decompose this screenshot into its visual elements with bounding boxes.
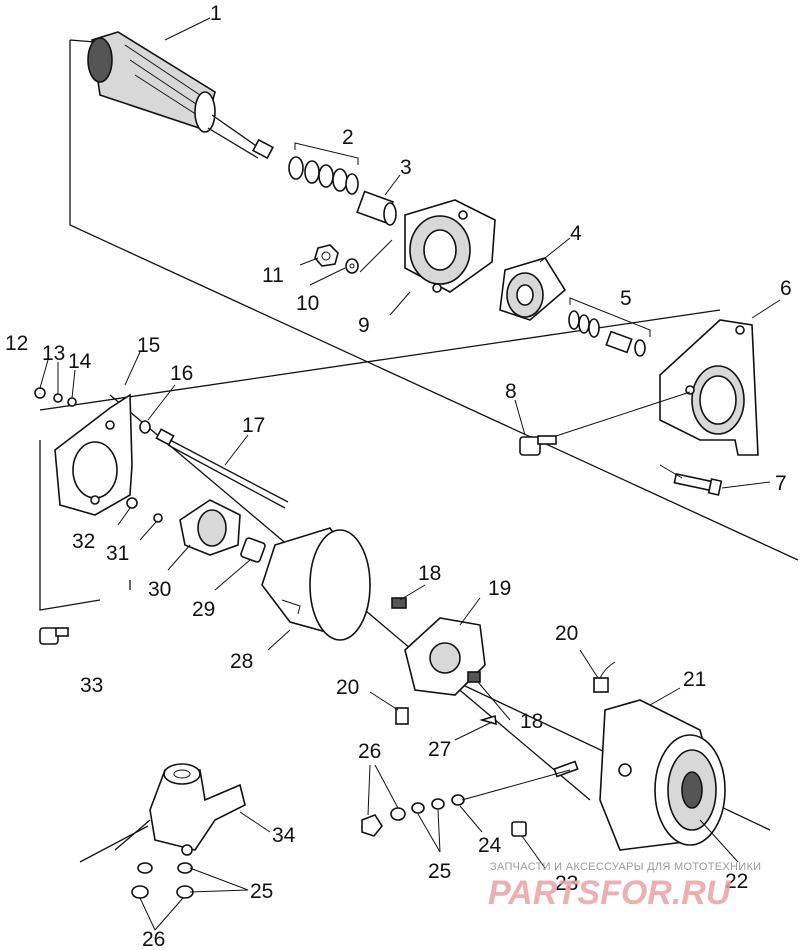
callout-24: 24 [478,834,502,857]
callout-18-lower: 18 [520,710,543,733]
through-bolt-part [139,420,289,509]
spring-washer-set [288,142,359,195]
callout-8: 8 [505,380,517,403]
callout-10: 10 [296,292,319,315]
brush-part [395,661,616,725]
terminal-part [479,714,497,726]
bolt-part [659,464,723,496]
cap-screw-part [519,391,691,456]
callout-20-right: 20 [555,622,578,645]
callout-6: 6 [780,277,792,300]
callout-25-right: 25 [428,860,451,883]
yoke-housing-part [261,527,371,641]
callout-31: 31 [106,542,129,565]
callout-25-left: 25 [250,880,273,903]
callout-2: 2 [342,126,354,149]
callout-29: 29 [192,598,215,621]
callout-19: 19 [488,577,511,600]
callout-13: 13 [42,342,65,365]
callout-16: 16 [170,362,193,385]
mounting-bracket-part [659,319,759,456]
callout-17: 17 [242,414,265,437]
brush-holder-part [391,597,486,696]
callout-34: 34 [272,824,296,847]
callout-5: 5 [620,287,632,310]
callout-26-right: 26 [358,740,381,763]
drive-spring-set [568,297,651,357]
callout-21: 21 [683,668,706,691]
armature-part [87,31,274,160]
callout-20-left: 20 [336,676,359,699]
terminal-hardware-set [361,769,571,837]
callout-27: 27 [428,738,451,761]
nut-washer-pair [314,239,393,274]
callout-11: 11 [262,264,284,287]
leader-lines [39,17,781,931]
callout-26-left: 26 [142,928,165,950]
front-plate-assembly [34,387,133,516]
callout-33: 33 [80,674,103,697]
callout-12: 12 [5,332,28,355]
callout-9: 9 [358,314,370,337]
callout-23: 23 [555,872,578,895]
callout-30: 30 [148,578,171,601]
callout-1: 1 [210,2,222,25]
callout-18-upper: 18 [418,562,441,585]
rear-end-frame-part [553,699,726,851]
callout-labels: 1 2 3 4 5 6 7 8 9 10 11 12 13 14 15 16 1… [5,2,792,950]
callout-22: 22 [725,870,748,893]
callout-32: 32 [72,530,95,553]
watermark-brand: PARTSFOR.RU [488,874,732,912]
rear-bearing-cover [126,497,266,563]
callout-14: 14 [68,350,92,373]
callout-4: 4 [570,222,582,245]
callout-15: 15 [137,334,160,357]
callout-7: 7 [775,472,787,495]
assembly-guide-lines [39,39,799,831]
pinion-gear-part [499,257,567,321]
watermark: ЗАПЧАСТИ И АКСЕССУАРЫ ДЛЯ МОТОТЕХНИКИ PA… [488,861,761,912]
callout-28: 28 [230,650,253,673]
watermark-caption: ЗАПЧАСТИ И АКСЕССУАРЫ ДЛЯ МОТОТЕХНИКИ [490,861,761,873]
drive-housing-part [404,199,496,293]
bushing-part [356,190,397,226]
solenoid-part [79,763,246,899]
callout-3: 3 [400,156,412,179]
small-bolt-part [39,627,69,645]
